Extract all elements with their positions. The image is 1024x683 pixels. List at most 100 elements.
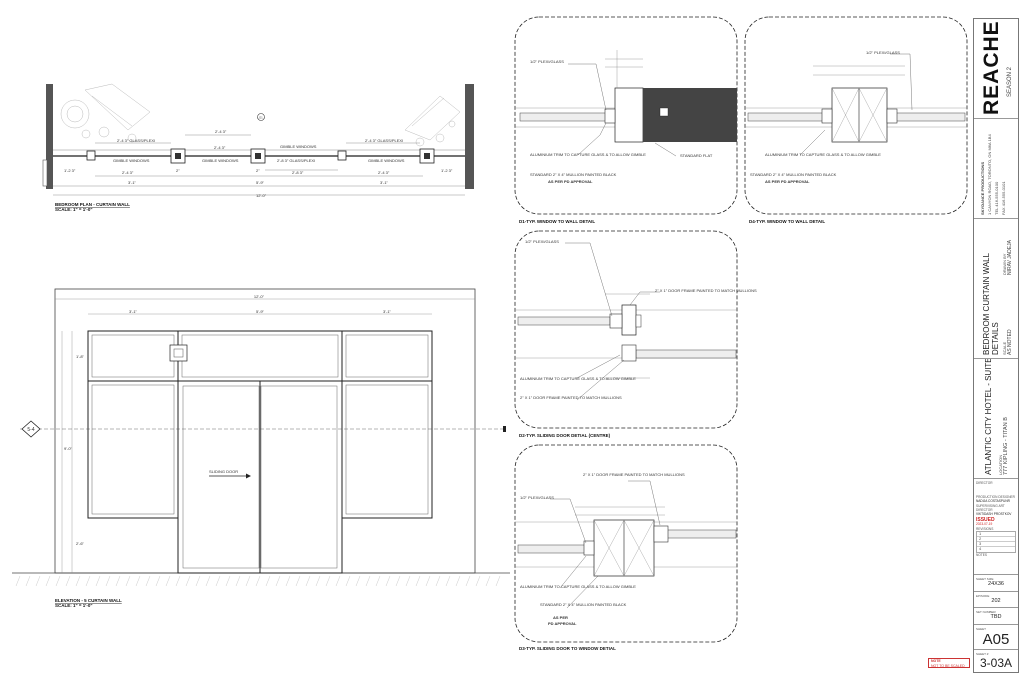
issued-date: 2023-07-19 xyxy=(976,522,993,527)
note-title: NOTE xyxy=(931,659,941,663)
note-body: NOT TO BE SCALED xyxy=(931,663,965,668)
plan-label-gimble-1: GIMBLE WINDOWS xyxy=(113,158,150,163)
season-label: SEASON 2 xyxy=(1007,66,1013,97)
plan-furniture-left xyxy=(60,83,151,143)
sheet-title: BEDROOM CURTAIN WALL DETAILS xyxy=(982,253,1000,355)
plan-dim-b: 2'-4 3" xyxy=(214,145,226,150)
show-logo: REACHER xyxy=(980,19,1003,115)
d3-label-approval-a: AS PER xyxy=(553,615,568,620)
plan-scale: SCALE: 1" = 1'-0" xyxy=(55,207,92,212)
sheet-size-label: SHEET SIZE xyxy=(976,577,994,581)
set-name-cell: ATLANTIC CITY HOTEL - SUITE LOCATION 777… xyxy=(974,359,1018,479)
d4-label-trim: ALUMINIUM TRIM TO CAPTURE GLASS & TO ALL… xyxy=(765,152,881,157)
d3-label-frame: 2" X 1" DOOR FRAME PAINTED TO MATCH MULL… xyxy=(583,472,685,477)
sheet-title-cell: BEDROOM CURTAIN WALL DETAILS DRAWN BY NI… xyxy=(974,219,1018,359)
art-name: VIKTIDASH PROSTKOV xyxy=(976,512,1012,517)
detail-d3: 2" X 1" DOOR FRAME PAINTED TO MATCH MULL… xyxy=(514,444,738,651)
rev-row: 3 xyxy=(977,542,1015,548)
d4-label-plexi: 1/2" PLEXI/GLASS xyxy=(866,50,900,55)
company-cell: SKYDANCE PRODUCTIONS 1 CANYON ROAD, TORO… xyxy=(974,119,1018,219)
d1-label-mullion: STANDARD 2" X 4" MULLION PAINTED BLACK xyxy=(530,172,617,177)
set-number: TBD xyxy=(990,614,1002,620)
credits-cell: DIRECTOR PRODUCTION DESIGNER NADIJA COST… xyxy=(974,479,1018,575)
rev-row: 1 xyxy=(977,531,1015,538)
plan-label-gimble-4: GIMBLE WINDOWS xyxy=(368,158,405,163)
d3-label-plexi: 1/2" PLEXI/GLASS xyxy=(520,495,554,500)
sheet-size-cell: SHEET SIZE 24X36 xyxy=(974,575,1018,592)
elev-dim-total: 12'-0" xyxy=(254,294,265,299)
elev-title: ELEVATION - 5 CURTAIN WALL xyxy=(55,598,122,603)
drawing-number-cell: SHEET # 3-03A xyxy=(974,650,1018,672)
episode-cell: EPISODE 202 xyxy=(974,592,1018,608)
plan-label-gimble-3: GIMBLE WINDOWS xyxy=(280,144,317,149)
plan-dim-i: 2" xyxy=(256,168,260,173)
sheet-number: A05 xyxy=(982,631,1010,648)
location-value: 777 KIPLING - TITAN B xyxy=(1003,417,1009,475)
episode-label: EPISODE xyxy=(976,594,990,598)
designer-name: NADIJA COSTASPUNR xyxy=(976,499,1010,504)
d3-label-approval-b: PD APPROVAL xyxy=(548,621,577,626)
plan-title: BEDROOM PLAN - CURTAIN WALL xyxy=(55,202,130,207)
company-name: SKYDANCE PRODUCTIONS xyxy=(980,161,985,215)
elev-door-label: SLIDING DOOR xyxy=(209,469,238,474)
detail-d2: 1/2" PLEXI/GLASS 2" X 1" DOOR FRAME PAIN… xyxy=(514,230,757,438)
d1-label-plexi: 1/2" PLEXI/GLASS xyxy=(530,59,564,64)
set-name: ATLANTIC CITY HOTEL - SUITE xyxy=(984,359,993,475)
elev-dim-h3: 2'-6" xyxy=(76,541,85,546)
plan-label-glass-b: 2'-4 3" GLASS/PLEXI xyxy=(365,138,403,143)
d4-label-mullion: STANDARD 2" X 4" MULLION PAINTED BLACK xyxy=(750,172,837,177)
elev-dim-right: 3'-1" xyxy=(383,309,392,314)
d1-label-flat: STANDARD FLAT xyxy=(680,153,713,158)
detail-d1: 1/2" PLEXI/GLASS ALUMINIUM TRIM TO CAPTU… xyxy=(514,16,738,224)
art-label: SUPERVISING ART DIRECTOR xyxy=(976,503,1005,512)
elev-dim-left: 3'-1" xyxy=(129,309,138,314)
set-number-label: SET NUMBER xyxy=(976,610,996,614)
d2-label-trim: ALUMINIUM TRIM TO CAPTURE GLASS & TO ALL… xyxy=(520,376,636,381)
sheet-size: 24X36 xyxy=(988,581,1004,587)
d1-title: D1-TYP. WINDOW TO WALL DETAIL xyxy=(519,219,595,224)
drawing-number: 3-03A xyxy=(979,656,1013,670)
designer-label: PRODUCTION DESIGNER xyxy=(976,495,1015,500)
d3-title: D3-TYP. SLIDING DOOR TO WINDOW DETIAL xyxy=(519,646,616,651)
revisions-label: REVISIONS xyxy=(976,526,994,531)
drawn-by: NIRAV JADEJA xyxy=(1007,240,1013,275)
plan-dim-h: 2" xyxy=(176,168,180,173)
elev-dim-h1: 1'-8" xyxy=(76,354,85,359)
d1-label-trim: ALUMINIUM TRIM TO CAPTURE GLASS & TO ALL… xyxy=(530,152,646,157)
sheet-number-label: SHEET xyxy=(976,627,987,631)
plan-furniture-right xyxy=(404,95,461,147)
company-fax: FAX 416-555-0101 xyxy=(1001,181,1006,215)
drawing-number-label: SHEET # xyxy=(976,652,989,656)
company-address: 1 CANYON ROAD, TORONTO, ON M6A 1B4 xyxy=(987,134,992,215)
d4-title: D4-TYP. WINDOW TO WALL DETAIL xyxy=(749,219,825,224)
plan-view: D1 2'-4 3" GLASS/PLEXI 2'-4 3" GLASS/PLE… xyxy=(42,83,474,212)
plan-dim-total: 12'-0" xyxy=(256,193,267,198)
detail-d4: 1/2" PLEXI/GLASS ALUMINIUM TRIM TO CAPTU… xyxy=(744,16,968,224)
plan-dim-e: 2'-8 3" xyxy=(292,170,304,175)
rev-row: 4 xyxy=(979,546,982,552)
set-number-cell: SET NUMBER TBD xyxy=(974,608,1018,625)
title-block: REACHER SEASON 2 SKYDANCE PRODUCTIONS 1 … xyxy=(973,18,1019,673)
scale-value: AS NOTED xyxy=(1007,329,1013,355)
director-label: DIRECTOR xyxy=(976,481,993,485)
show-logo-cell: REACHER SEASON 2 xyxy=(974,19,1018,119)
d2-label-frame-top: 2" X 1" DOOR FRAME PAINTED TO MATCH MULL… xyxy=(655,288,757,293)
d3-label-mullion: STANDARD 2" X 4" MULLION PAINTED BLACK xyxy=(540,602,627,607)
plan-dim-f: 1'-2 3" xyxy=(64,168,76,173)
plan-dim-a: 2'-4 3" xyxy=(215,129,227,134)
episode: 202 xyxy=(991,598,1001,604)
scale-note: NOTE NOT TO BE SCALED xyxy=(928,658,970,668)
plan-dim-l: 3'-1" xyxy=(380,180,389,185)
plan-label-glass-c: 2'-8 3" GLASS/PLEXI xyxy=(277,158,315,163)
plan-dim-d: 2'-4 3" xyxy=(378,170,390,175)
elevation-view: 12'-0" 3'-1" 5'-9" 3'-1" 1'-8" 9'-0" 2'-… xyxy=(12,288,510,608)
sheet-number-cell: SHEET A05 xyxy=(974,625,1018,650)
d1-label-approval: AS PER PD APPROVAL xyxy=(548,179,593,184)
revisions-table: 1 2 3 4 xyxy=(976,530,1016,553)
plan-dim-k: 5'-9" xyxy=(256,180,265,185)
rev-row: 2 xyxy=(977,536,1015,543)
plan-label-gimble-2: GIMBLE WINDOWS xyxy=(202,158,239,163)
plan-section-tag: D1 xyxy=(259,117,263,120)
d3-label-trim: ALUMINIUM TRIM TO CAPTURE GLASS & TO ALL… xyxy=(520,584,636,589)
